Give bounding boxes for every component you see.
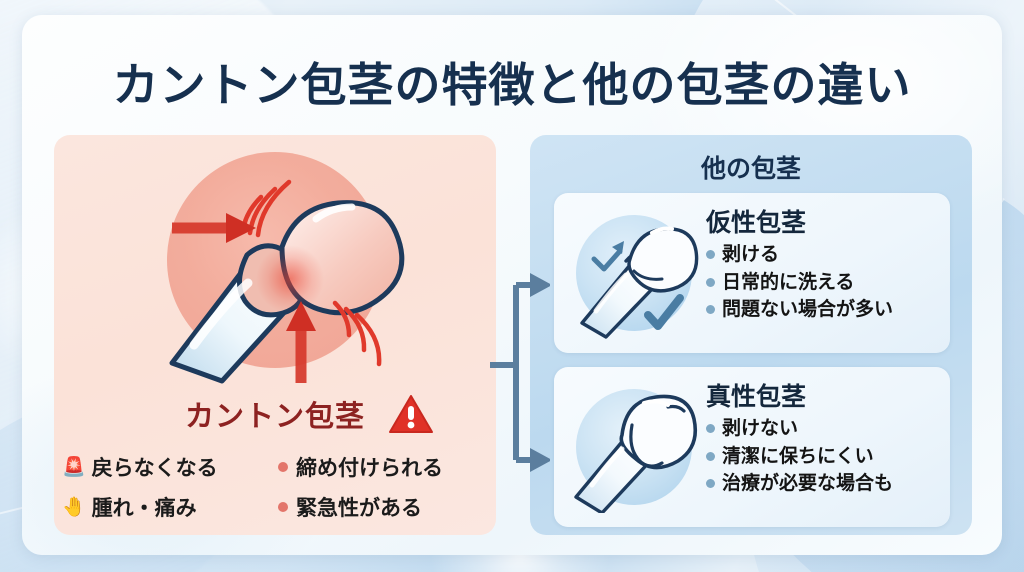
bullet-dot-icon xyxy=(706,424,715,434)
page-title: カントン包茎の特徴と他の包茎の違い xyxy=(112,58,912,112)
list-item-label: 剥けない xyxy=(722,417,799,439)
arrow-head-top xyxy=(530,273,550,297)
list-item: 🚨 戻らなくなる xyxy=(62,452,274,482)
kanton-bullet-list: 🚨 戻らなくなる 締め付けられる 🤚 腫れ・痛み 緊急性がある xyxy=(62,447,492,527)
list-item-label: 締め付けられる xyxy=(296,456,443,480)
bullet-dot-icon xyxy=(706,305,715,315)
content-card: カントン包茎の特徴と他の包茎の違い xyxy=(22,15,1002,555)
kanton-panel: カントン包茎 🚨 戻らなくなる 締め付けられる 🤚 腫れ・痛み xyxy=(54,135,496,535)
bullet-dot-icon xyxy=(278,502,288,512)
card-title: 真性包茎 xyxy=(706,382,807,411)
list-item: 問題ない場合が多い xyxy=(706,296,946,324)
warning-triangle-icon xyxy=(389,395,433,433)
shinsei-phimosis-illustration xyxy=(574,389,698,513)
kasei-phimosis-card[interactable]: 仮性包茎 剥ける 日常的に洗える 問題ない場合が多い xyxy=(554,193,950,353)
list-item: 日常的に洗える xyxy=(706,269,946,297)
list-item-label: 日常的に洗える xyxy=(722,270,855,293)
branching-arrow-connector xyxy=(490,273,550,472)
list-item: 剥ける xyxy=(706,241,946,269)
list-item: 治療が必要な場合も xyxy=(706,470,946,498)
siren-icon: 🚨 xyxy=(62,455,86,478)
bullet-dot-icon xyxy=(706,250,715,260)
shinsei-card-text: 真性包茎 剥けない 清潔に保ちにくい 治療が必要な場合も xyxy=(706,377,946,498)
card-title: 仮性包茎 xyxy=(706,208,807,237)
kanton-phimosis-illustration xyxy=(167,152,405,384)
kasei-phimosis-illustration xyxy=(576,215,699,339)
bullet-dot-icon xyxy=(706,451,715,461)
shinsei-phimosis-card[interactable]: 真性包茎 剥けない 清潔に保ちにくい 治療が必要な場合も xyxy=(554,367,950,527)
list-item: 🤚 腫れ・痛み xyxy=(62,492,274,522)
list-item-label: 剥ける xyxy=(722,243,780,265)
arrow-head-bottom xyxy=(530,448,550,472)
list-item-label: 戻らなくなる xyxy=(91,456,218,480)
bullet-dot-icon xyxy=(706,277,715,287)
list-item-label: 治療が必要な場合も xyxy=(722,472,894,495)
kasei-card-text: 仮性包茎 剥ける 日常的に洗える 問題ない場合が多い xyxy=(706,203,946,324)
bullet-dot-icon xyxy=(278,462,288,472)
list-item-label: 緊急性がある xyxy=(296,496,422,520)
other-phimosis-panel: 他の包茎 xyxy=(530,135,972,535)
bullet-dot-icon xyxy=(706,479,715,489)
list-item: 剥けない xyxy=(706,415,946,443)
list-item-label: 腫れ・痛み xyxy=(91,496,197,520)
other-phimosis-header: 他の包茎 xyxy=(700,154,801,183)
list-item-label: 清潔に保ちにくい xyxy=(722,444,874,467)
list-item: 清潔に保ちにくい xyxy=(706,443,946,471)
list-item: 緊急性がある xyxy=(274,492,492,522)
list-item-label: 問題ない場合が多い xyxy=(722,298,894,321)
list-item: 締め付けられる xyxy=(274,452,492,482)
raised-hand-icon: 🤚 xyxy=(62,495,86,518)
